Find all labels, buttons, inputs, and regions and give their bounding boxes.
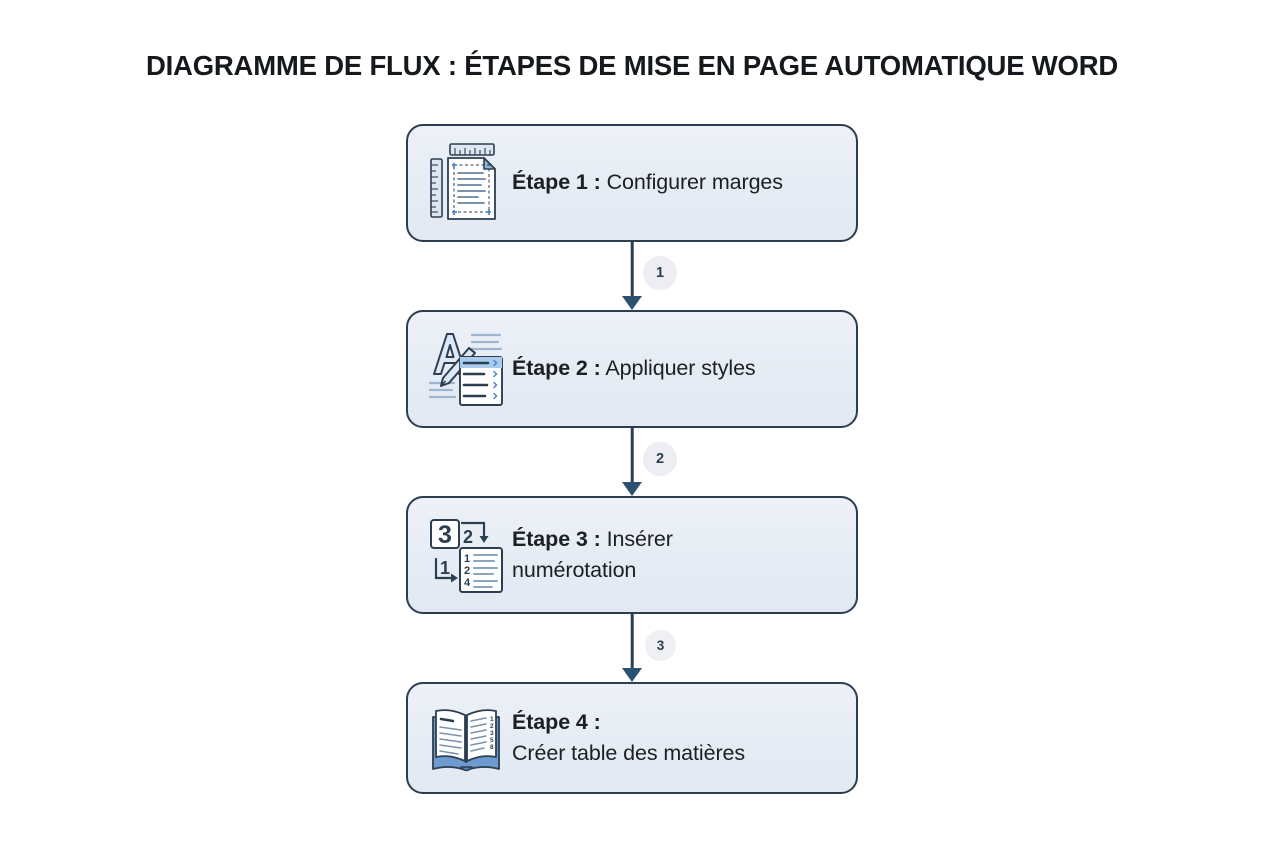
connector-badge: 3 [645,630,676,661]
connector-line [630,242,634,298]
step-number-label: Étape 2 : [512,356,601,381]
svg-text:1: 1 [490,716,494,723]
flow-node-step-2[interactable]: Étape 2 : Appliquer styles [406,310,858,428]
svg-text:1: 1 [464,553,470,565]
svg-text:2: 2 [464,565,470,577]
step-text-label: Appliquer styles [605,356,756,381]
arrow-head-icon [622,668,642,682]
document-margins-ruler-icon [428,140,506,226]
step-text-label-line2: Créer table des matières [512,741,746,765]
numbering-reorder-list-icon: 3 2 1 1 2 4 [428,512,506,598]
connector-1: 1 [406,242,858,310]
flow-node-label: Étape 1 : Configurer marges [512,167,783,198]
arrow-head-icon [622,482,642,496]
letter-a-pen-styles-panel-icon [428,326,506,412]
svg-text:3: 3 [438,521,452,549]
svg-text:8: 8 [490,744,494,751]
svg-text:4: 4 [464,577,471,589]
step-text-label: Configurer marges [606,170,783,195]
flow-node-label: Étape 3 : Insérer numérotation [512,524,673,586]
connector-2: 2 [406,428,858,496]
arrow-head-icon [622,296,642,310]
step-number-label: Étape 4 : [512,709,601,734]
flow-node-label: Étape 2 : Appliquer styles [512,353,756,384]
step-text-label: Insérer [606,526,673,551]
flow-node-step-3[interactable]: 3 2 1 1 2 4 [406,496,858,614]
flow-node-step-4[interactable]: 1 2 3 5 8 Étape 4 : Créer table des mati… [406,682,858,794]
svg-text:1: 1 [440,558,450,578]
step-text-label-line2: numérotation [512,558,637,582]
connector-badge: 1 [643,256,677,290]
open-book-icon: 1 2 3 5 8 [428,695,506,781]
page-title: DIAGRAMME DE FLUX : ÉTAPES DE MISE EN PA… [145,50,1119,81]
svg-text:2: 2 [490,723,494,730]
step-number-label: Étape 1 : [512,170,601,195]
flow-node-label: Étape 4 : Créer table des matières [512,707,745,769]
svg-text:5: 5 [490,737,494,744]
step-number-label: Étape 3 : [512,526,601,551]
svg-text:2: 2 [463,527,473,547]
connector-line [630,428,634,484]
svg-text:3: 3 [490,730,494,737]
flowchart: Étape 1 : Configurer marges 1 [406,124,858,794]
connector-3: 3 [406,614,858,682]
connector-line [630,614,634,670]
connector-badge: 2 [643,442,677,476]
flow-node-step-1[interactable]: Étape 1 : Configurer marges [406,124,858,242]
